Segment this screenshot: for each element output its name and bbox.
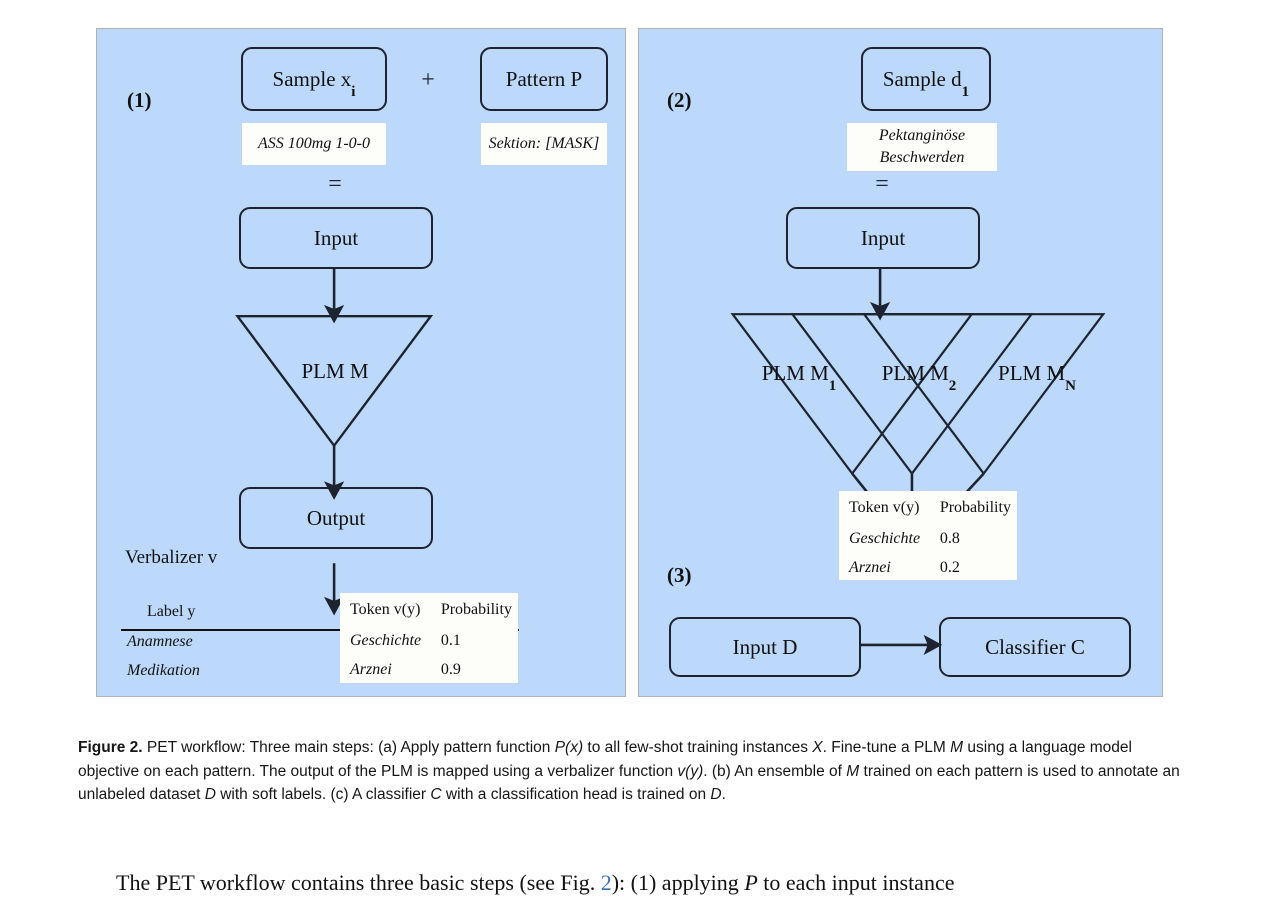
token-cell: Arznei [350,661,392,679]
caption-text-8: with a classification head is trained on [441,786,711,804]
body-text-3: to each input instance [757,870,955,895]
body-text-1: The PET workflow contains three basic st… [116,870,601,895]
figure-caption-label: Figure 2. [78,739,143,756]
plm-m-label: PLM M [301,358,369,383]
sample-x-example-chip: ASS 100mg 1-0-0 [242,123,386,165]
input-box-left[interactable]: Input [239,207,433,269]
caption-italic-8: D [710,786,722,804]
caption-italic-7: C [430,786,442,804]
token-cell: Arznei [849,559,891,577]
caption-italic-2: X [812,739,823,756]
label-y-cell: Medikation [127,662,200,680]
sample-d-label: Sample d1 [882,66,970,100]
token-cell: Geschichte [849,529,921,547]
label-y-row-0: Anamnese [125,627,200,657]
probability-header: Probability [939,499,1011,516]
probability-cell: 0.1 [440,631,461,649]
plus-icon: + [421,66,435,93]
caption-text-3: . Fine-tune a PLM [822,739,951,756]
token-cell: Geschichte [350,631,422,649]
verbalizer-caption: Verbalizer v [125,547,218,568]
caption-italic-1: P(x) [554,739,584,756]
plm-m2-label: PLM M2 [881,360,957,394]
figure-reference-link[interactable]: 2 [600,870,612,895]
token-table-row: Arznei 0.2 [839,553,1017,583]
input-box-right[interactable]: Input [786,207,980,269]
caption-text-4: using a language model objective on each… [78,739,1132,780]
caption-text-1: PET workflow: Three main steps: (a) Appl… [142,739,555,756]
label-y-row-1: Medikation [125,656,200,686]
pattern-p-box[interactable]: Pattern P [480,47,608,111]
probability-cell: 0.2 [939,559,960,577]
token-table-row: Geschichte 0.8 [839,524,1017,554]
step-number-2: (2) [667,88,692,112]
label-y-cell: Anamnese [127,632,193,650]
panel-step-1: (1) Sample xi ASS 100mg 1-0-0 + Pattern … [96,28,626,697]
label-y-table: Label y Anamnese Medikation [125,597,200,686]
body-text-2: ): (1) applying [611,870,745,895]
step-number-3: (3) [667,563,692,587]
equals-icon-right: = [875,170,889,197]
table-header-rule-left [121,629,519,631]
caption-italic-3: M [950,739,964,756]
probability-cell: 0.9 [440,661,461,679]
token-header: Token v(y) [350,601,421,618]
classifier-c-box[interactable]: Classifier C [939,617,1131,677]
input-d-label: Input D [732,634,798,659]
plm-m1-label: PLM M1 [761,360,837,394]
figure-2-diagram: (1) Sample xi ASS 100mg 1-0-0 + Pattern … [96,28,1163,697]
caption-text-9: . [721,786,726,804]
token-table-row: Geschichte 0.1 [340,626,518,656]
body-italic-1: P [744,870,758,895]
caption-text-2: to all few-shot training instances [583,739,813,756]
pattern-p-label: Pattern P [505,66,583,91]
token-table-header-row: Token v(y) Probability [839,491,1017,524]
caption-text-7: with soft labels. (c) A classifier [215,786,431,804]
output-box[interactable]: Output [239,487,433,549]
input-label-left: Input [313,225,359,250]
caption-italic-5: M [846,762,860,780]
sample-x-box[interactable]: Sample xi [241,47,387,111]
sample-d-box[interactable]: Sample d1 [861,47,991,111]
body-paragraph: The PET workflow contains three basic st… [78,868,1198,898]
caption-italic-6: D [204,786,216,804]
step-number-1: (1) [127,88,152,112]
label-y-header-row: Label y [125,597,200,627]
token-table-row: Arznei 0.9 [340,655,518,685]
token-table-header-row: Token v(y) Probability [340,593,518,626]
caption-text-5: . (b) An ensemble of [703,762,847,780]
sample-d-example-chip: Pektanginöse Beschwerden [847,123,997,171]
probability-header: Probability [440,601,512,618]
sample-x-label: Sample xi [272,66,356,100]
pattern-example-chip: Sektion: [MASK] [481,123,607,165]
input-label-right: Input [860,225,906,250]
probability-cell: 0.8 [939,529,960,547]
classifier-c-label: Classifier C [985,634,1085,659]
caption-text-6: trained on each pattern is used to annot… [78,762,1180,804]
input-d-box[interactable]: Input D [669,617,861,677]
token-header: Token v(y) [849,499,920,516]
figure-caption: Figure 2. PET workflow: Three main steps… [78,736,1188,807]
plm-mn-label: PLM MN [998,360,1076,394]
panel-step-2-3: (2) Sample d1 Pektanginöse Beschwerden =… [638,28,1163,697]
label-y-header: Label y [147,603,196,620]
token-probability-table-right: Token v(y) Probability Geschichte 0.8 Ar… [839,491,1017,580]
equals-icon-left: = [328,170,342,197]
caption-italic-4: v(y) [677,762,704,780]
token-probability-table-left: Token v(y) Probability Geschichte 0.1 Ar… [340,593,518,683]
output-label: Output [306,505,366,530]
